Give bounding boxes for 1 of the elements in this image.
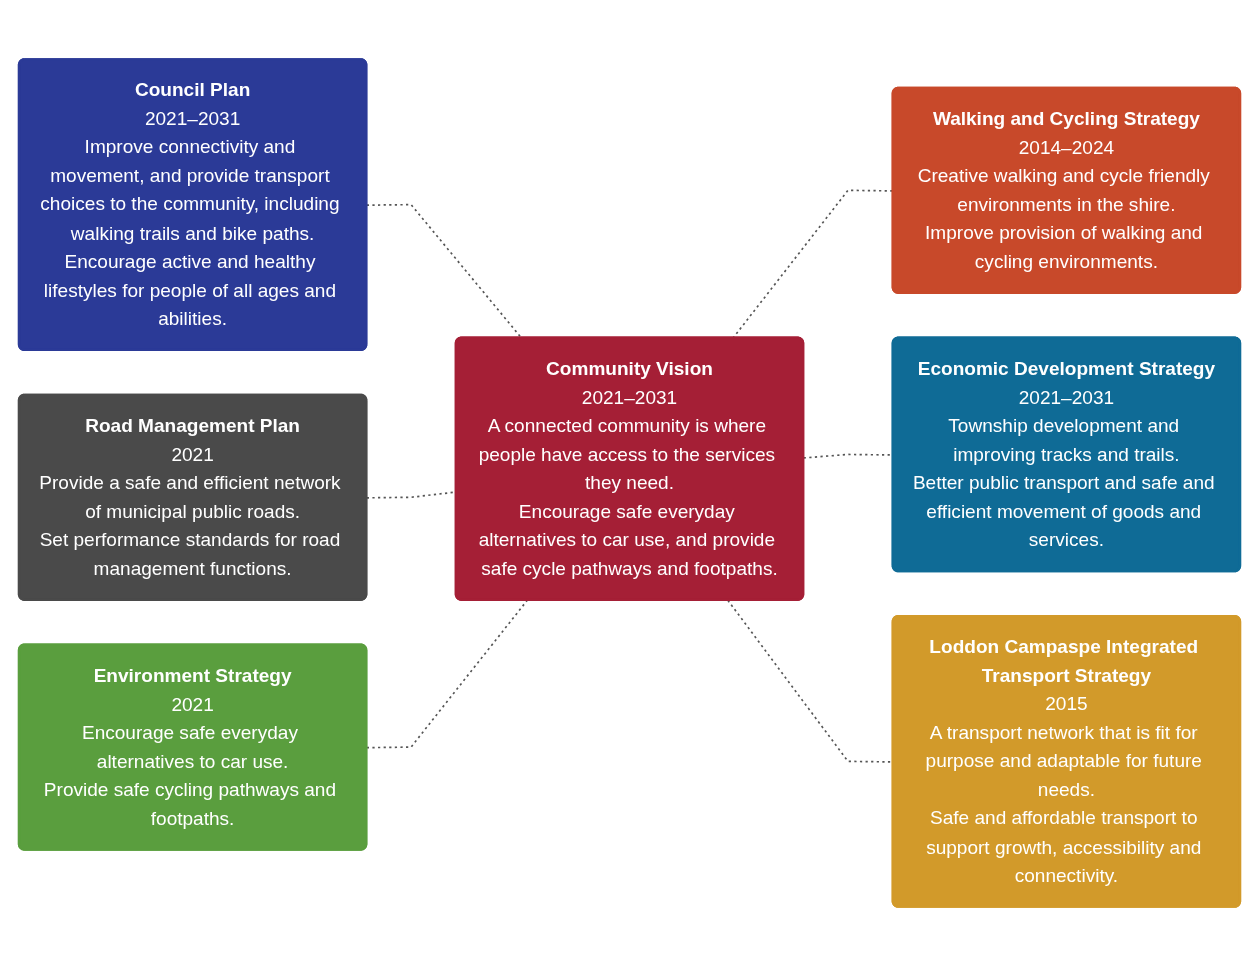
connector xyxy=(365,599,529,749)
